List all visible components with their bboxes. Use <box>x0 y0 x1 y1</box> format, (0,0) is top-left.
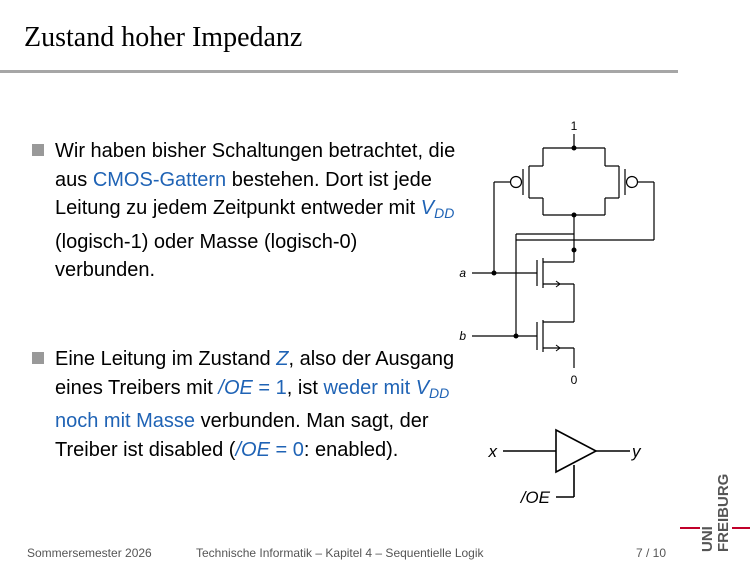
oe-value-1: = 1 <box>252 376 287 399</box>
logo-line-1: UNI <box>699 526 716 552</box>
footer-page-number: 7 / 10 <box>636 546 667 560</box>
bullet-1-part-1: Wir haben bisher Schaltungen betrachtet,… <box>55 140 456 191</box>
input-b-label: b <box>459 329 466 343</box>
bullet-2-part-1: Eine Leitung im Zustand <box>55 348 277 370</box>
bullet-2-highlight-2: noch mit Masse <box>55 410 196 433</box>
bullet-2-part-5: : enabled). <box>303 438 399 461</box>
bullet-2-part-4: verbunden. Man sagt, der Treiber ist dis… <box>55 410 429 461</box>
buffer-input-label: x <box>488 442 498 461</box>
oe-slash: / <box>235 438 242 461</box>
footer-course: Technische Informatik – Kapitel 4 – Sequ… <box>196 546 484 560</box>
oe-value-0: = 0 <box>269 438 304 461</box>
bullet-2-part-3: , ist <box>286 376 324 399</box>
bullet-square-icon <box>32 144 44 156</box>
bullet-1-part-2: bestehen. Dort ist jede Leitung zu jedem… <box>55 168 432 220</box>
footer-semester: Sommersemester 2026 <box>27 546 152 560</box>
vdd-label: 1 <box>571 119 578 133</box>
slide-title: Zustand hoher Impedanz <box>24 22 303 53</box>
oe-symbol: OE <box>241 438 270 461</box>
bullet-1-part-3: (logisch-1) oder Masse (logisch-0) verbu… <box>55 230 358 282</box>
cmos-gates-link[interactable]: CMOS-Gattern <box>92 168 227 191</box>
gnd-label: 0 <box>571 373 578 387</box>
bullet-2: Eine Leitung im Zustand Z, also der Ausg… <box>32 345 462 464</box>
bullet-1: Wir haben bisher Schaltungen betrachtet,… <box>32 137 462 285</box>
bullet-2-highlight-1: weder mit <box>323 376 416 399</box>
bullet-1-text: Wir haben bisher Schaltungen betrachtet,… <box>55 137 462 285</box>
z-symbol: Z <box>276 348 289 370</box>
bullet-2-text: Eine Leitung im Zustand Z, also der Ausg… <box>55 345 462 464</box>
logo-line-2: FREIBURG <box>715 474 732 552</box>
buffer-enable-label: /OE <box>520 488 551 507</box>
buffer-output-label: y <box>631 442 642 461</box>
oe-slash: / <box>218 376 224 399</box>
input-a-label: a <box>459 266 466 280</box>
title-divider <box>0 70 678 73</box>
bullet-square-icon <box>32 352 44 364</box>
vdd-symbol: VDD <box>420 197 455 222</box>
uni-freiburg-logo: UNI FREIBURG <box>680 474 750 552</box>
oe-symbol: OE <box>223 376 253 399</box>
vdd-symbol: VDD <box>415 376 450 401</box>
bullet-2-part-2: , also der Ausgang eines Treibers mit <box>55 348 455 399</box>
